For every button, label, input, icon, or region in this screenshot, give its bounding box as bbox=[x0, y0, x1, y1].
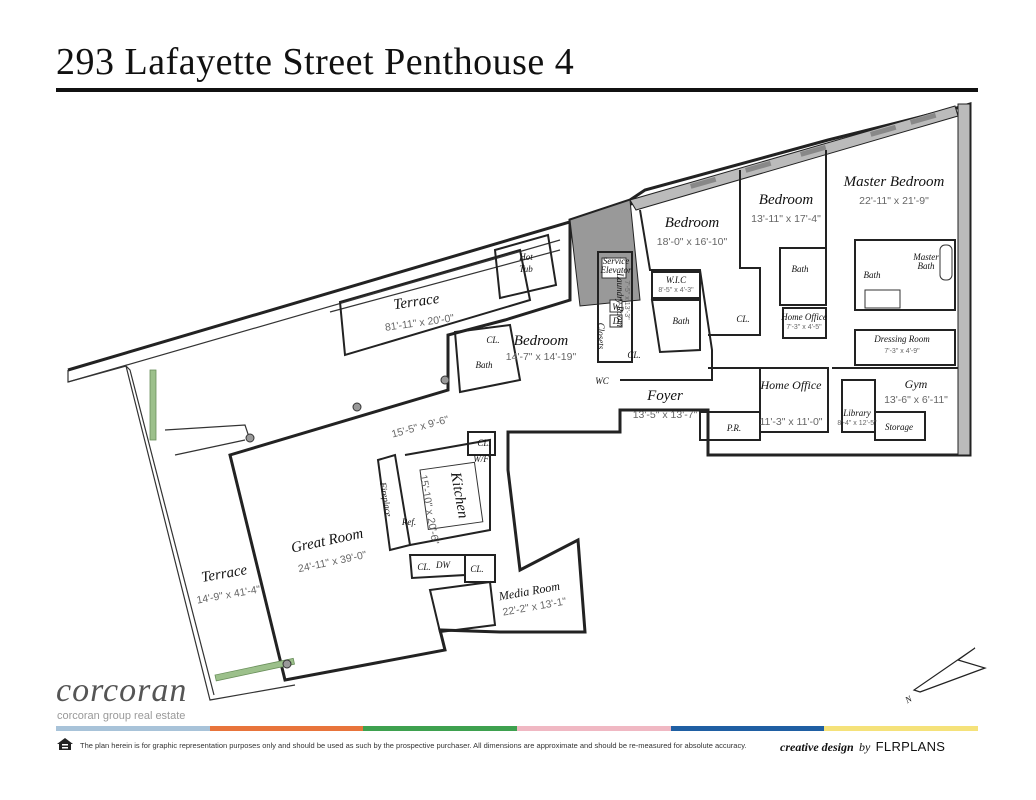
room-dim-foyer: 13'-5" x 13'-7" bbox=[633, 409, 698, 421]
label-elevator: Elevator bbox=[600, 265, 632, 275]
label-bath-wic: Bath bbox=[673, 316, 690, 326]
disclaimer: The plan herein is for graphic represent… bbox=[80, 741, 747, 750]
title-rule bbox=[56, 88, 978, 92]
room-dim-terrace-north: 81'-11" x 20'-0" bbox=[384, 312, 455, 334]
plan-title: 293 Lafayette Street Penthouse 4 bbox=[56, 41, 575, 83]
room-name-foyer: Foyer bbox=[646, 388, 683, 404]
label-cl-2: CL. bbox=[627, 350, 640, 360]
color-bar-segment bbox=[363, 726, 518, 731]
interior-walls bbox=[338, 150, 958, 634]
room-dim-gym: 13'-6" x 6'-11" bbox=[884, 394, 948, 406]
equal-housing-icon bbox=[57, 738, 73, 750]
label-closets: Closets bbox=[596, 323, 606, 350]
room-name-gym: Gym bbox=[905, 377, 928, 391]
color-bar-segment bbox=[670, 726, 825, 731]
label-service: Service bbox=[603, 256, 629, 266]
label-cl-3: CL. bbox=[477, 438, 490, 448]
room-dim-master-bedroom: 22'-11" x 21'-9" bbox=[859, 195, 929, 207]
label-fireplace: Fireplace bbox=[378, 481, 394, 518]
label-cl-4: CL. bbox=[470, 564, 483, 574]
label-bath-master: Bath bbox=[864, 270, 881, 280]
label-bath-bedroom-2: Bath bbox=[792, 264, 809, 274]
columns bbox=[245, 375, 450, 669]
room-name-wic: W.I.C bbox=[666, 275, 687, 285]
label-cl-1: CL. bbox=[736, 314, 749, 324]
room-name-laundry-room: Laundry Room bbox=[615, 272, 625, 327]
label-bath-bedroom-4: Bath bbox=[476, 360, 493, 370]
room-dim-wic: 8'-5" x 4'-3" bbox=[658, 287, 694, 294]
north-arrow-icon: N bbox=[903, 647, 987, 706]
label-hot: Hot bbox=[518, 252, 533, 262]
design-credit: creative design by FLRPLANS bbox=[780, 739, 945, 755]
room-dim-library: 8'-4" x 12'-5" bbox=[837, 420, 877, 427]
room-dim-home-office: 11'-3" x 11'-0" bbox=[759, 416, 822, 428]
room-name-bedroom-3: Bedroom bbox=[665, 215, 720, 231]
color-bar bbox=[56, 726, 979, 731]
color-bar-segment bbox=[209, 726, 364, 731]
label-master: Master bbox=[912, 252, 939, 262]
label-master-bath: Bath bbox=[918, 261, 935, 271]
fixtures bbox=[419, 244, 953, 530]
room-dim-bedroom-2: 13'-11" x 17'-4" bbox=[751, 213, 821, 225]
color-bar-segment bbox=[517, 726, 671, 731]
terrace-rail bbox=[67, 239, 561, 701]
north-label: N bbox=[903, 693, 915, 706]
label-d: D bbox=[612, 316, 620, 326]
credit-prefix: creative design bbox=[780, 740, 854, 754]
room-dim-terrace-west: 14'-9" x 41'-4" bbox=[196, 583, 262, 606]
room-name-bedroom-4: Bedroom bbox=[514, 333, 569, 349]
room-name-bedroom-2: Bedroom bbox=[759, 192, 814, 208]
room-name-home-office-small: Home Office bbox=[780, 312, 827, 322]
label-wc: WC bbox=[595, 376, 609, 386]
label-wf: W/F bbox=[473, 454, 489, 464]
room-dim-home-office-small: 7'-3" x 4'-5" bbox=[786, 324, 822, 331]
corcoran-subtitle: corcoran group real estate bbox=[57, 710, 186, 722]
room-name-terrace-north: Terrace bbox=[392, 291, 440, 313]
label-cl-6: CL. bbox=[486, 335, 499, 345]
label-storage: Storage bbox=[885, 422, 913, 432]
room-dim-dressing-room: 7'-3" x 4'-9" bbox=[884, 348, 920, 355]
window-marks bbox=[689, 112, 937, 189]
room-name-dressing-room: Dressing Room bbox=[873, 334, 930, 344]
credit-by: by bbox=[859, 740, 871, 754]
room-name-terrace-west: Terrace bbox=[200, 562, 249, 586]
credit-brand: FLRPLANS bbox=[875, 739, 946, 754]
gallery-dim: 15'-5" x 9'-6" bbox=[390, 414, 450, 441]
room-name-library: Library bbox=[842, 408, 871, 418]
planter-boxes bbox=[149, 369, 295, 682]
label-dw: DW bbox=[435, 560, 451, 570]
label-ref: Ref. bbox=[401, 517, 416, 527]
label-pr: P.R. bbox=[726, 423, 741, 433]
exterior-walls bbox=[67, 101, 972, 682]
color-bar-segment bbox=[824, 726, 979, 731]
room-name-home-office: Home Office bbox=[760, 378, 823, 392]
corcoran-logo: corcoran bbox=[56, 672, 188, 709]
room-dim-bedroom-4: 14'-7" x 14'-19" bbox=[506, 351, 577, 363]
label-cl-5: CL. bbox=[417, 562, 430, 572]
label-w: W bbox=[612, 302, 621, 312]
label-tub: Tub bbox=[519, 264, 533, 274]
room-dim-laundry-room: 7'-5" x 13'-3" bbox=[623, 280, 630, 320]
color-bar-segment bbox=[56, 726, 210, 731]
room-name-master-bedroom: Master Bedroom bbox=[843, 174, 945, 190]
room-dim-bedroom-3: 18'-0" x 16'-10" bbox=[657, 236, 728, 248]
